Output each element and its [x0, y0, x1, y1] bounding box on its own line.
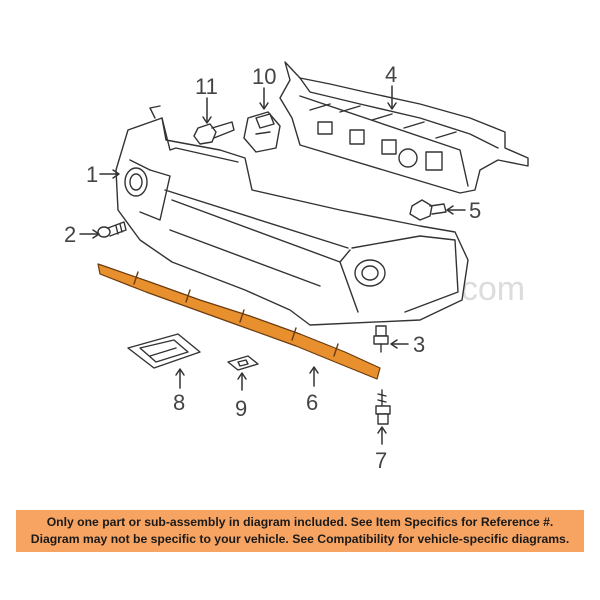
bolt-part-11: [193, 121, 235, 145]
callout-3: 3: [413, 332, 425, 357]
disclaimer-line-2: Diagram may not be specific to your vehi…: [30, 532, 570, 546]
screw-part-3: [373, 325, 389, 353]
callout-10: 10: [252, 64, 276, 89]
pad-part-8: [127, 333, 201, 369]
callout-numbers: 1 2 3 4 5 6 7 8 9 10 11: [64, 62, 481, 473]
callout-8: 8: [173, 390, 185, 415]
leader-lines: [79, 85, 466, 445]
push-pin-part-2: [97, 221, 127, 238]
disclaimer-banner: Only one part or sub-assembly in diagram…: [16, 510, 584, 552]
bolt-part-5: [409, 199, 447, 221]
energy-absorber-part-4: [279, 61, 529, 194]
callout-11: 11: [195, 74, 218, 99]
disclaimer-line-1: Only one part or sub-assembly in diagram…: [46, 515, 554, 529]
callout-1: 1: [86, 162, 98, 187]
callout-5: 5: [469, 198, 481, 223]
lower-valance-strip-part-6: [97, 263, 381, 380]
screw-part-7: [375, 389, 391, 425]
bumper-cover-part-1: [115, 105, 469, 326]
label-part-9: [227, 355, 259, 371]
callout-6: 6: [306, 390, 318, 415]
callout-2: 2: [64, 222, 76, 247]
callout-4: 4: [385, 62, 397, 87]
callout-9: 9: [235, 396, 247, 421]
callout-7: 7: [375, 448, 387, 473]
bracket-part-10: [243, 111, 281, 153]
